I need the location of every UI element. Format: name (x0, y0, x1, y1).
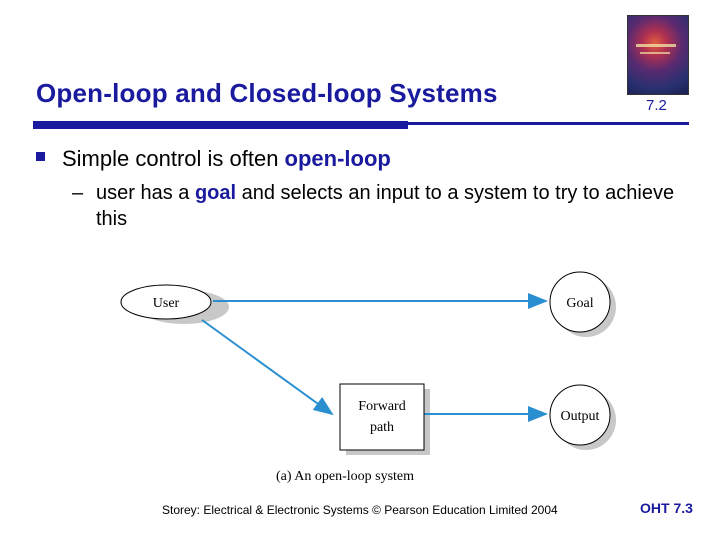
book-cover-thumbnail (627, 15, 689, 95)
diagram-caption: (a) An open-loop system (276, 469, 414, 484)
footer-credit: Storey: Electrical & Electronic Systems … (162, 503, 558, 517)
slide-title: Open-loop and Closed-loop Systems (36, 78, 498, 108)
user-to-forward-path-arrow (201, 319, 334, 416)
goal-node (549, 271, 611, 333)
output-node (549, 384, 611, 446)
user-node (120, 284, 212, 320)
sub-bullet-highlight: goal (194, 182, 237, 204)
forward-path-label-line2: path (370, 420, 394, 435)
sub-bullet-text: user has a goal and selects an input to … (96, 180, 696, 232)
forward-path-label-line1: Forward (358, 399, 405, 414)
title-underline-thick (33, 121, 408, 129)
forward-path-box (339, 383, 425, 451)
bullet-square-icon (36, 152, 45, 161)
sub-bullet-dash: – (72, 182, 84, 204)
user-node-label: User (153, 296, 180, 311)
bullet-highlight: open-loop (284, 146, 391, 171)
sub-bullet-part2: and selects an input to a system to try … (96, 182, 675, 230)
sub-bullet-part1: user has a (96, 182, 195, 204)
goal-node-label: Goal (566, 296, 593, 311)
cover-subtitle-stripe (640, 52, 670, 54)
output-node-label: Output (561, 409, 600, 424)
bullet-text-prefix: Simple control is often (62, 146, 285, 171)
open-loop-diagram: User Goal Forward path Output (a) An ope… (120, 271, 616, 484)
page-label: OHT 7.3 (640, 500, 693, 516)
cover-title-stripe (636, 44, 676, 47)
section-number: 7.2 (646, 97, 667, 114)
bullet-point: Simple control is often open-loop (62, 146, 391, 172)
